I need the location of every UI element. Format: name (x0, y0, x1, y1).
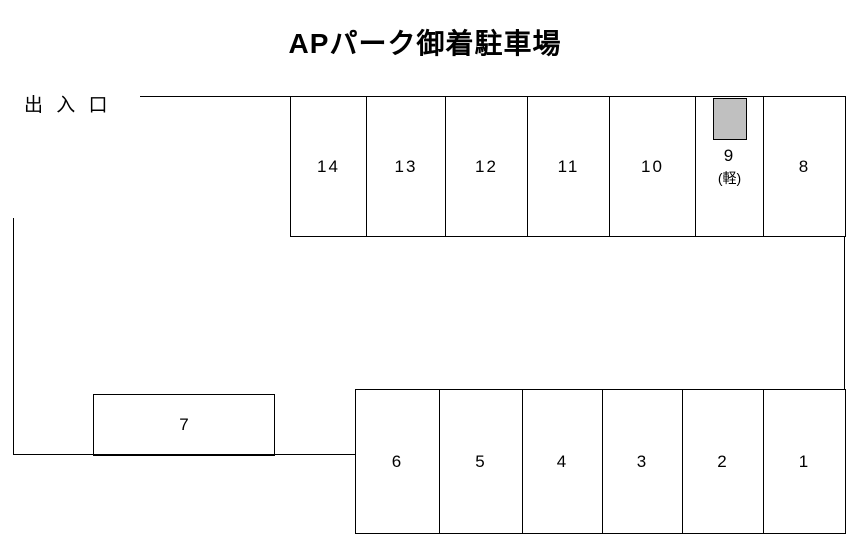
parking-space-11: 11 (528, 97, 610, 236)
parking-space-6: 6 (356, 390, 440, 533)
parking-space-10: 10 (610, 97, 696, 236)
parking-space-12: 12 (446, 97, 528, 236)
space-label-8: 8 (798, 156, 811, 176)
parking-space-4: 4 (523, 390, 603, 533)
space-label-7: 7 (179, 414, 189, 434)
space-label-5: 5 (475, 451, 487, 471)
space-label-3: 3 (636, 451, 649, 471)
bottom-parking-row: 6 5 4 3 2 1 (355, 389, 846, 534)
parking-space-3: 3 (603, 390, 683, 533)
top-parking-row: 14 13 12 11 10 9 (軽) 8 (290, 96, 846, 237)
space-label-2: 2 (717, 451, 729, 471)
space-label-1: 1 (798, 451, 811, 471)
parking-space-7: 7 (93, 394, 275, 456)
space-label-4: 4 (556, 451, 569, 471)
right-boundary-line (844, 236, 845, 390)
space-label-14: 14 (317, 156, 340, 176)
parking-space-8: 8 (764, 97, 845, 236)
entrance-exit-label: 出 入 口 (24, 95, 112, 116)
space-sublabel-9: (軽) (717, 169, 742, 186)
space-9-occupied-marker (712, 98, 747, 140)
parking-space-13: 13 (367, 97, 446, 236)
page-title: APパーク御着駐車場 (288, 28, 562, 59)
space-label-9: 9 (723, 145, 736, 165)
parking-space-9: 9 (軽) (696, 97, 764, 236)
space-label-13: 13 (394, 156, 418, 176)
parking-space-5: 5 (440, 390, 523, 533)
parking-space-14: 14 (291, 97, 367, 236)
left-boundary-line (13, 218, 14, 455)
space-label-6: 6 (391, 451, 404, 471)
entrance-boundary-line (140, 96, 290, 97)
space-label-12: 12 (475, 156, 498, 176)
parking-space-1: 1 (764, 390, 845, 533)
space-label-10: 10 (641, 156, 664, 176)
space-label-11: 11 (557, 156, 580, 176)
parking-space-2: 2 (683, 390, 764, 533)
